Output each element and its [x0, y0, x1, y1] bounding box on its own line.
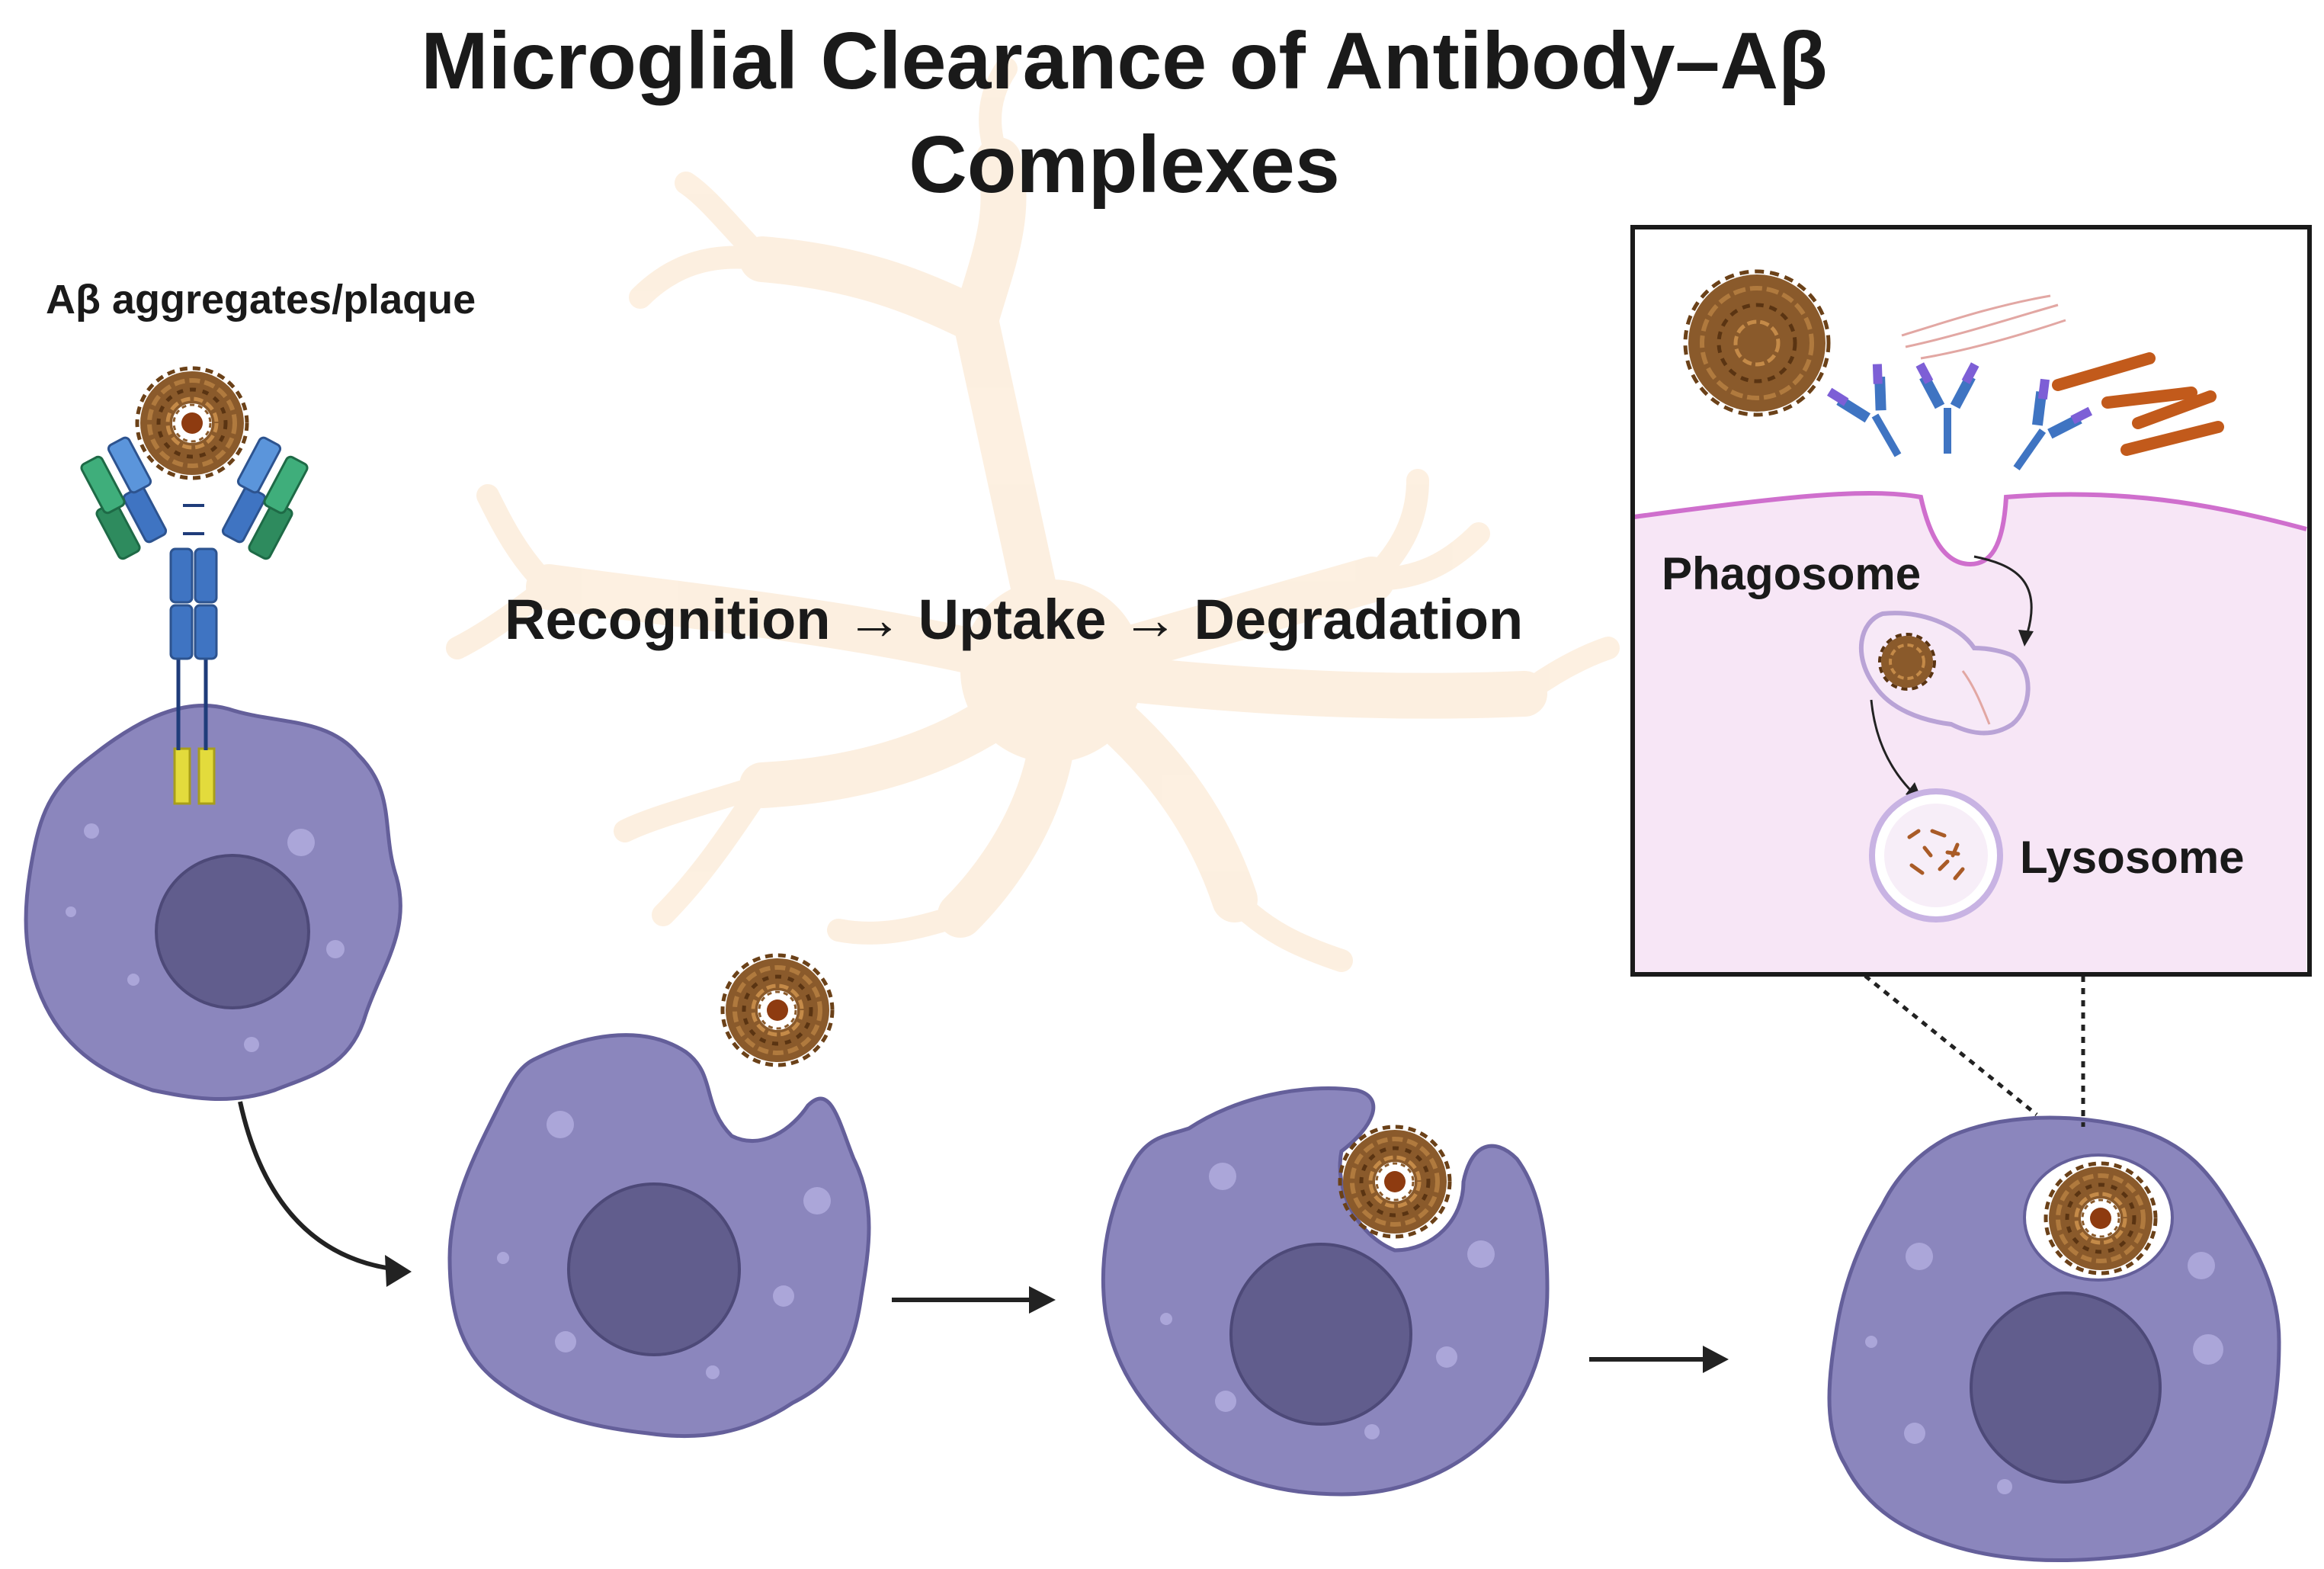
figure-title-line-1: Microglial Clearance of Antibody–Aβ — [421, 16, 1828, 106]
inset-frame — [1630, 225, 2312, 977]
arrow-right-icon — [1589, 1346, 1729, 1373]
fc-receptor — [197, 747, 216, 805]
figure-title: Microglial Clearance of Antibody–Aβ Comp… — [0, 9, 2249, 217]
abeta-oligomers — [2052, 352, 2224, 456]
fc-receptor — [173, 747, 191, 805]
nucleus — [1229, 1243, 1412, 1426]
lysosome-vesicle — [1869, 788, 2003, 922]
figure-title-line-2: Complexes — [909, 120, 1340, 210]
cell-membrane — [1633, 491, 2307, 567]
inset-plaque — [1683, 269, 1831, 417]
microglia-cell-engulfing — [1101, 1086, 1550, 1497]
arrow-right-icon — [892, 1286, 1056, 1314]
microglia-cell-recognition — [24, 704, 402, 1101]
nucleus — [567, 1182, 741, 1356]
zoom-connector — [1864, 974, 2085, 1127]
antibody — [80, 436, 309, 750]
curved-arrow-icon — [1973, 555, 2034, 647]
plaque-label: Aβ aggregates/plaque — [46, 277, 476, 322]
abeta-fibrils — [1901, 294, 2066, 360]
abeta-plaque — [723, 955, 832, 1065]
process-flow-label: Recognition → Uptake → Degradation — [505, 588, 1524, 651]
abeta-plaque — [137, 368, 247, 478]
phagosome-label: Phagosome — [1662, 548, 1922, 599]
phagosome-vesicle — [1858, 611, 2031, 736]
lysosome-label: Lysosome — [2020, 832, 2245, 883]
microglia-cell-internalized — [1827, 1115, 2281, 1563]
background-microglia-illustration — [446, 57, 1620, 972]
zoom-inset-panel — [1630, 225, 2312, 977]
microglia-cell-uptake — [447, 1033, 871, 1439]
curved-arrow-icon — [238, 1101, 412, 1287]
nucleus — [155, 854, 310, 1009]
nucleus — [1970, 1291, 2162, 1484]
